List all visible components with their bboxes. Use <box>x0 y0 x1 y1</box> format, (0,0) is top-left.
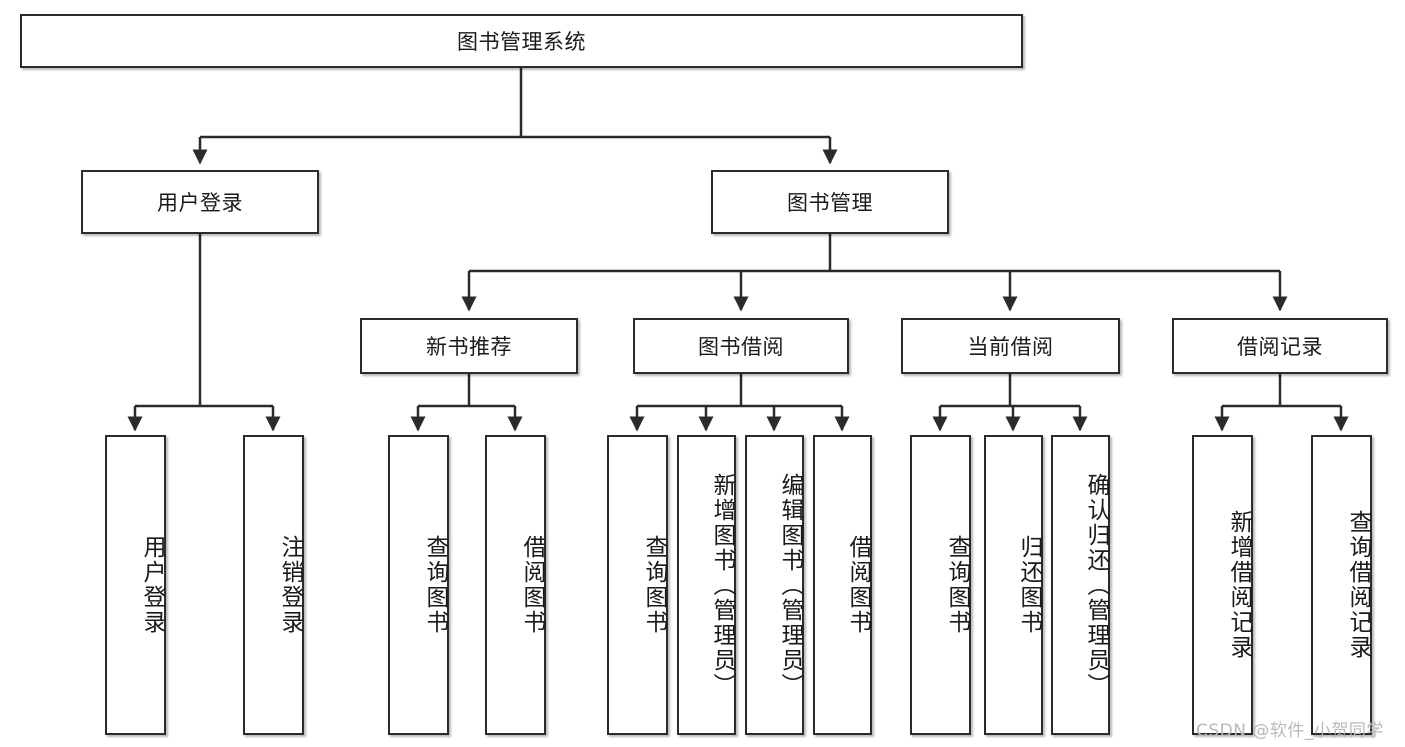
node-leaf-query-borrow-record[interactable]: 查询借阅记录 <box>1311 435 1372 735</box>
node-leaf-edit-book-admin[interactable]: 编辑图书（管理员） <box>745 435 804 735</box>
node-borrow-record[interactable]: 借阅记录 <box>1172 318 1388 374</box>
node-user-login[interactable]: 用户登录 <box>81 170 319 234</box>
node-leaf-borrow-book-2[interactable]: 借阅图书 <box>813 435 872 735</box>
node-leaf-confirm-return-admin[interactable]: 确认归还（管理员） <box>1051 435 1110 735</box>
node-leaf-user-login[interactable]: 用户登录 <box>105 435 166 735</box>
connector-group-new-book-recommend <box>410 374 523 432</box>
connector-group-user-login <box>127 234 281 432</box>
node-leaf-add-book-admin[interactable]: 新增图书（管理员） <box>677 435 736 735</box>
node-leaf-query-book-1[interactable]: 查询图书 <box>388 435 449 735</box>
connector-group-current-borrow <box>932 374 1088 432</box>
node-book-borrow[interactable]: 图书借阅 <box>633 318 849 374</box>
connector-group-book-borrow <box>629 374 850 432</box>
connector-group-borrow-record <box>1214 374 1349 432</box>
connector-group-root <box>192 68 838 165</box>
node-current-borrow[interactable]: 当前借阅 <box>901 318 1120 374</box>
node-book-management[interactable]: 图书管理 <box>711 170 949 234</box>
node-leaf-user-logout[interactable]: 注销登录 <box>243 435 304 735</box>
node-new-book-recommend[interactable]: 新书推荐 <box>360 318 578 374</box>
node-leaf-return-book[interactable]: 归还图书 <box>984 435 1043 735</box>
node-book-management-system[interactable]: 图书管理系统 <box>20 14 1023 68</box>
node-leaf-add-borrow-record[interactable]: 新增借阅记录 <box>1192 435 1253 735</box>
node-leaf-query-book-2[interactable]: 查询图书 <box>607 435 668 735</box>
node-leaf-borrow-book-1[interactable]: 借阅图书 <box>485 435 546 735</box>
connector-group-book-management <box>461 234 1288 312</box>
node-leaf-query-book-3[interactable]: 查询图书 <box>910 435 971 735</box>
